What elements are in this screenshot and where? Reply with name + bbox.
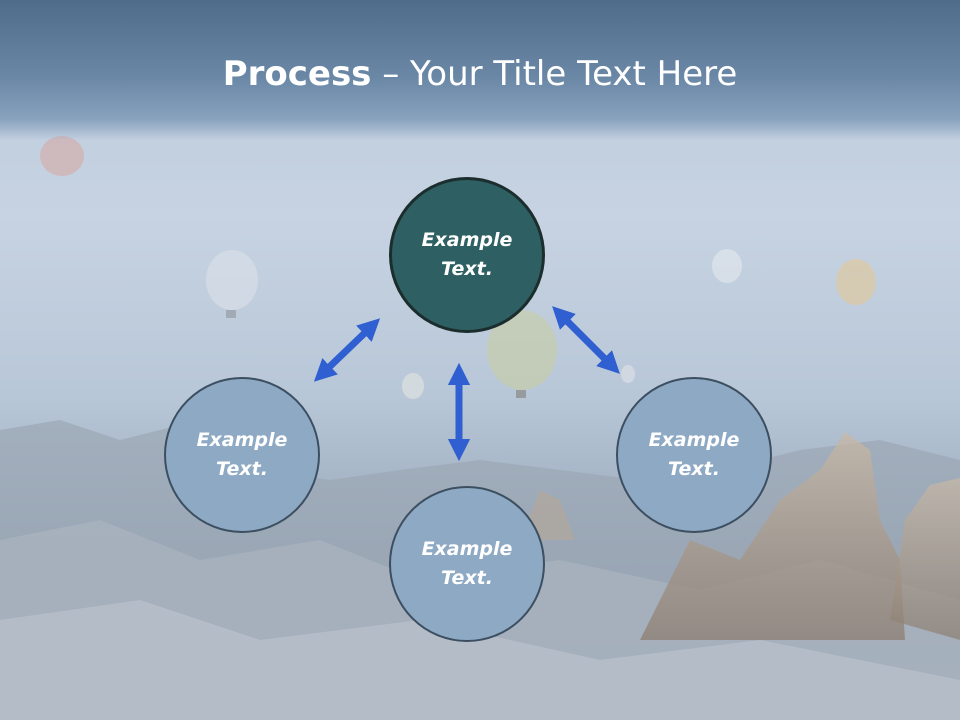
node-left-text: Example Text. [196, 429, 288, 480]
node-top: Example Text. [389, 177, 545, 333]
slide-title: Process – Your Title Text Here [0, 52, 960, 96]
node-top-text: Example Text. [421, 229, 513, 280]
node-bottom-text: Example Text. [421, 538, 513, 589]
node-right: Example Text. [616, 377, 772, 533]
title-bar [0, 0, 960, 140]
node-right-text: Example Text. [648, 429, 740, 480]
node-bottom: Example Text. [389, 486, 545, 642]
node-left: Example Text. [164, 377, 320, 533]
arrow-top-left [313, 318, 381, 382]
title-rest: – Your Title Text Here [371, 54, 738, 94]
title-bold: Process [222, 54, 372, 94]
arrow-top-right [552, 306, 620, 374]
